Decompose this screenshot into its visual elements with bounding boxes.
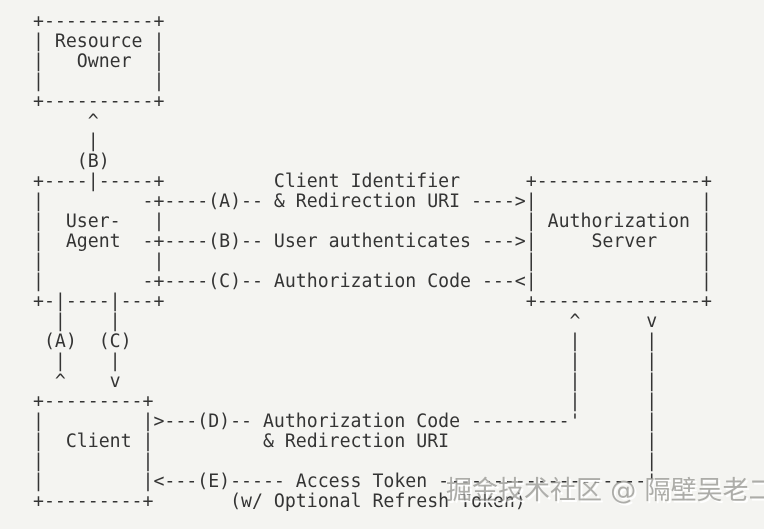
oauth-ascii-flow-diagram: +----------+ | Resource | | Owner | | | … <box>33 11 712 512</box>
